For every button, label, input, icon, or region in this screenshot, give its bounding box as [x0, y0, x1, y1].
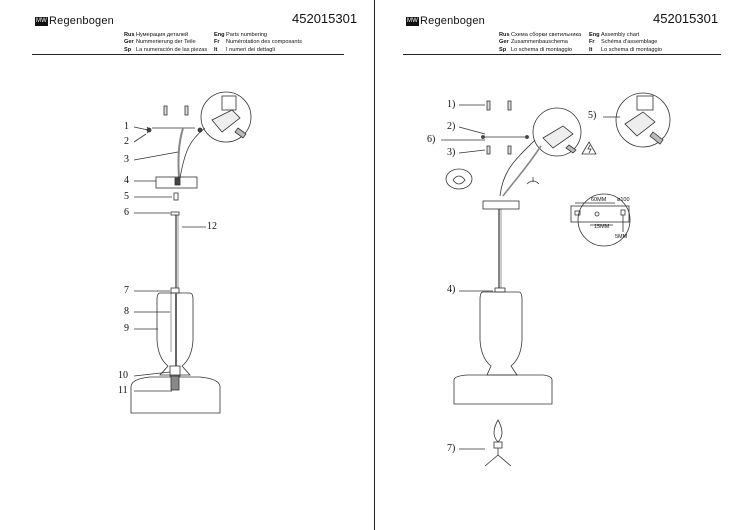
part-number-5: 5	[124, 191, 129, 202]
part-number-12: 12	[207, 221, 217, 232]
parts-drawing	[130, 91, 252, 414]
part-number-1: 1	[124, 121, 129, 132]
step-label-6: 6)	[427, 134, 436, 145]
part-number-4: 4	[124, 175, 129, 186]
step-label-4: 4)	[447, 284, 456, 295]
part-number-2: 2	[124, 136, 129, 147]
part-number-8: 8	[124, 306, 129, 317]
product-code: 452015301	[292, 11, 358, 26]
part-number-7: 7	[124, 285, 129, 296]
step-label-2: 2)	[447, 121, 456, 132]
brand-mark-right: MW	[406, 16, 419, 26]
dimension-15mm: 15MM	[594, 224, 610, 230]
assembly-drawing	[441, 92, 671, 467]
brand-mark: MW	[35, 16, 48, 26]
part-number-6: 6	[124, 207, 129, 218]
part-number-9: 9	[124, 323, 129, 334]
dimension-100: ø100	[617, 197, 630, 203]
part-number-10: 10	[118, 370, 128, 381]
step-label-1: 1)	[447, 99, 456, 110]
header-rule	[32, 54, 344, 55]
step-label-5: 5)	[588, 110, 597, 121]
dimension-60mm: 60MM	[591, 197, 607, 203]
product-code-right: 452015301	[653, 11, 719, 26]
brand-name-right: Regenbogen	[420, 15, 486, 27]
part-number-3: 3	[124, 154, 129, 165]
dimension-5mm: 5MM	[615, 234, 628, 240]
step-label-3: 3)	[447, 147, 456, 158]
header-rule-right	[403, 54, 721, 55]
brand-name: Regenbogen	[49, 15, 115, 27]
part-number-11: 11	[118, 385, 128, 396]
step-label-7: 7)	[447, 443, 456, 454]
